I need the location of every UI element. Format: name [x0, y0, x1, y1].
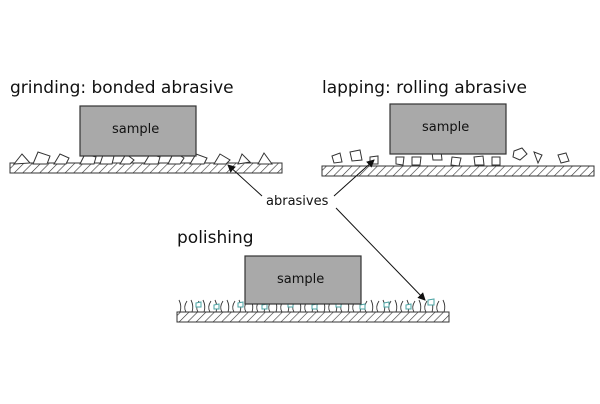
abrasive-particle [237, 153, 252, 165]
abrasive-particle [427, 298, 435, 306]
abrasive-particle [32, 151, 51, 165]
abrasive-particle [53, 153, 70, 165]
pointer-to-lapping-abrasive [333, 159, 375, 197]
abrasives-label: abrasives [266, 194, 329, 209]
lapping-abrasive-grains [331, 147, 570, 167]
abrasive-particle [395, 156, 405, 166]
pointer-to-grinding-abrasive [227, 164, 263, 197]
lapping-panel [321, 103, 595, 177]
pointer-to-polishing-abrasive [335, 207, 426, 301]
abrasive-particle [213, 303, 220, 310]
polishing-sample-label: sample [277, 272, 325, 287]
polishing-sample-block [244, 255, 362, 305]
abrasive-particle [119, 153, 135, 165]
lapping-sample-label: sample [422, 120, 470, 135]
abrasive-particle [349, 149, 363, 162]
lapping-title: lapping: rolling abrasive [322, 78, 528, 98]
abrasive-particle [411, 156, 422, 166]
grinding-panel [9, 105, 283, 174]
abrasive-particle [557, 152, 570, 164]
abrasive-particle [473, 155, 485, 166]
abrasive-particle [331, 152, 343, 164]
abrasive-particle [491, 156, 501, 166]
abrasive-particle [189, 153, 208, 165]
abrasive-particle [257, 152, 273, 165]
grinding-sample-block [79, 105, 197, 157]
abrasive-particle [261, 303, 268, 310]
abrasive-particle [359, 303, 366, 310]
abrasive-particle [237, 301, 244, 308]
abrasive-particle [533, 151, 543, 165]
abrasive-particle [383, 301, 390, 308]
abrasive-particle [195, 301, 202, 308]
grinding-title: grinding: bonded abrasive [10, 78, 234, 98]
lapping-sample-block [389, 103, 507, 155]
abrasive-particle [213, 153, 231, 165]
abrasive-particle [12, 153, 32, 165]
abrasive-particle [311, 303, 318, 310]
abrasive-particle [512, 147, 528, 161]
lapping-plate [321, 165, 595, 177]
grinding-sample-label: sample [112, 122, 160, 137]
polishing-title: polishing [177, 228, 254, 248]
polishing-panel [176, 255, 450, 323]
abrasives-pointers [227, 159, 426, 301]
polishing-plate [176, 311, 450, 323]
abrasive-particle [450, 156, 462, 167]
abrasive-particle [405, 303, 412, 310]
